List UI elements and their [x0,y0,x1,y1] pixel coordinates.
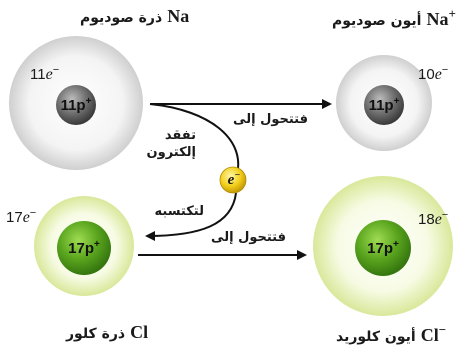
chloride-ion-nucleus [355,220,411,276]
lose-electron-line2: إلكترون [146,145,196,160]
sodium-atom-nucleus-label: 11p+ [60,96,92,114]
chloride-ion-electrons: 18e− [418,209,449,228]
sodium-ion-title: أيون صوديوم Na+ [332,6,456,30]
chlorine-atom-electrons: 17e− [6,207,37,226]
chloride-ion-symbol: Cl [420,325,439,345]
sodium-ion-charge: + [448,6,456,21]
gain-electron-label: لتكتسبه [154,204,204,219]
lose-electron-label: تفقد إلكترون [136,127,196,161]
chlorine-atom-title: ذرة كلور Cl [66,322,148,343]
sodium-atom-label: ذرة صوديوم [80,10,163,26]
sodium-ion-electrons: 10e− [418,64,449,83]
sodium-ion-nucleus-label: 11p+ [368,96,400,114]
sodium-atom-electrons: 11e− [30,64,60,83]
chlorine-atom-nucleus [57,221,111,275]
electron-label: e− [227,170,241,188]
chlorine-atom-label: ذرة كلور [66,326,126,342]
chlorine-atom-symbol: Cl [130,322,149,342]
bottom-arrow-label: فتتحول إلى [211,230,286,245]
sodium-ion-symbol: Na [426,9,449,29]
chloride-ion-charge: − [438,322,447,337]
sodium-ion-nucleus [364,85,404,125]
electron-ball [219,166,247,194]
sodium-atom-nucleus [56,85,96,125]
arrow-electron-to-chlorine [145,192,237,241]
chlorine-atom-nucleus-label: 17p+ [68,239,100,257]
chloride-ion-label: أيون كلوريد [336,329,416,345]
chloride-ion-title: أيون كلوريد Cl− [336,322,446,346]
sodium-ion-label: أيون صوديوم [332,13,422,29]
sodium-atom-symbol: Na [167,6,190,26]
lose-electron-line1: تفقد [164,128,196,143]
sodium-atom-title: ذرة صوديوم Na [80,6,189,27]
chloride-ion-nucleus-label: 17p+ [367,239,399,257]
top-arrow-label: فتتحول إلى [233,112,308,127]
electron-path-curve [149,103,240,179]
